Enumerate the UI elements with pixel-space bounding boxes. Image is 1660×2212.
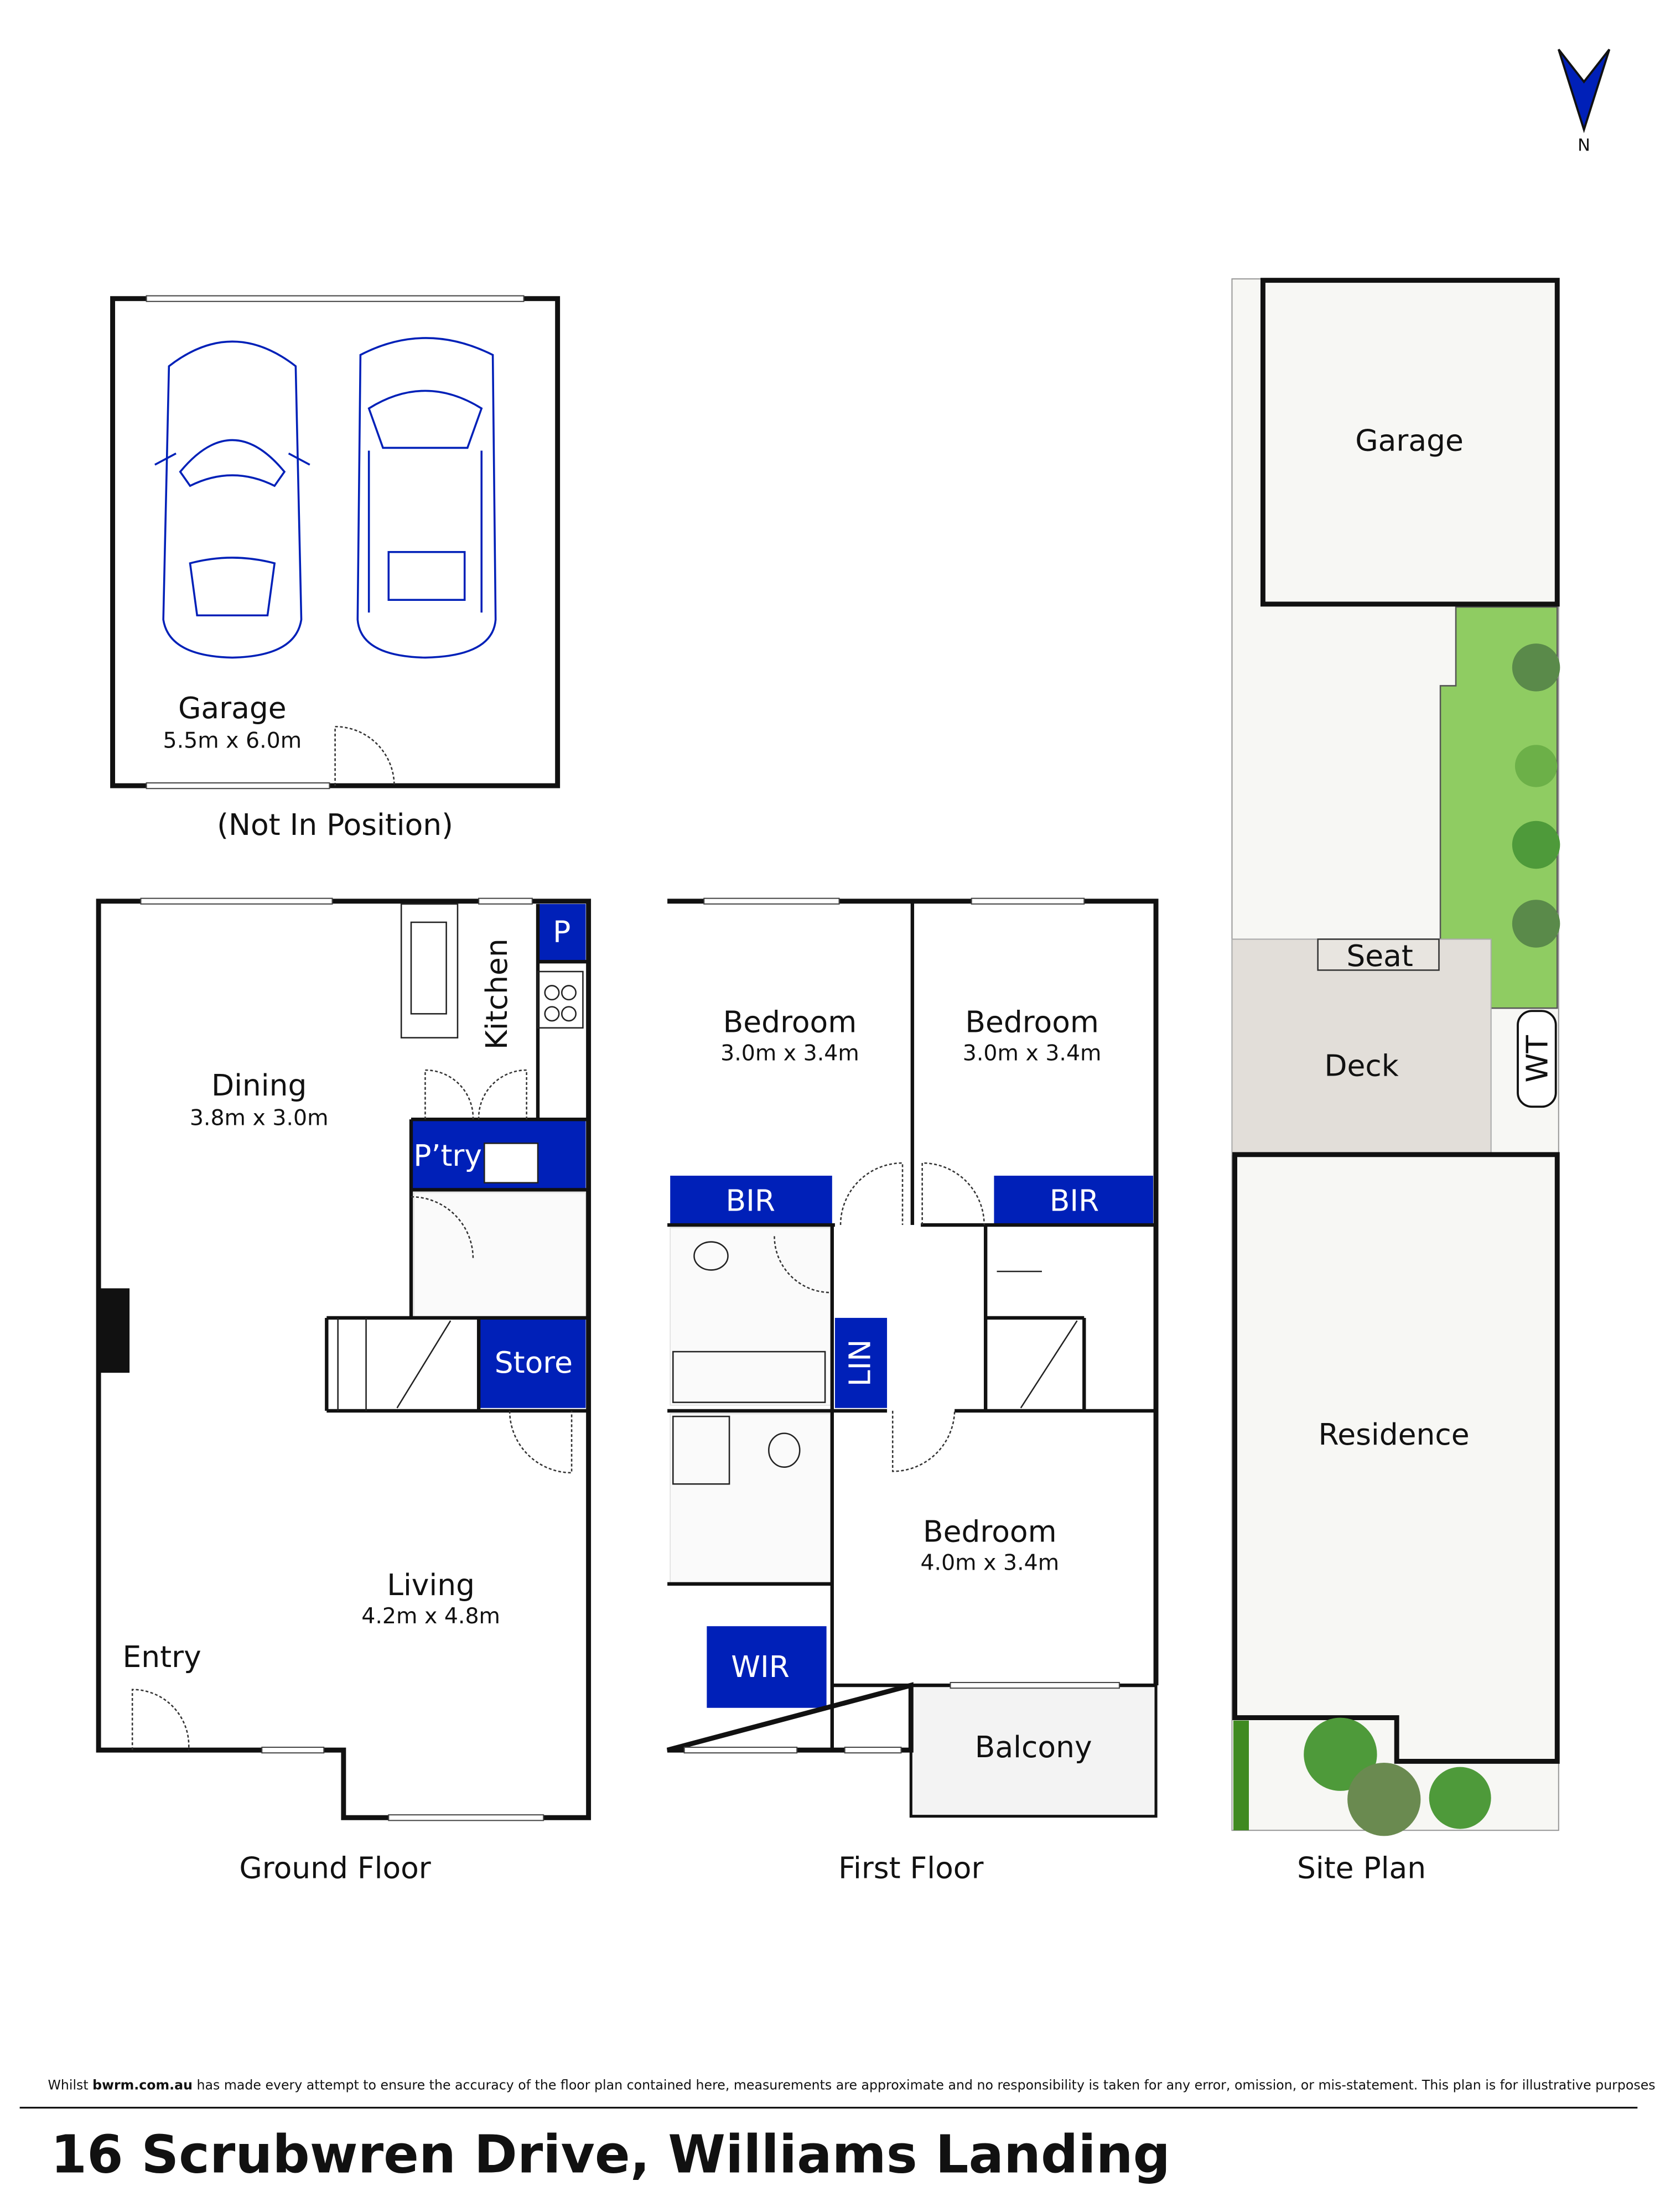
bir-label: BIR (725, 1183, 775, 1218)
disclaimer-prefix: Whilst (48, 2077, 93, 2092)
garage-label: Garage (178, 690, 287, 725)
first-floor-plan: Bedroom 3.0m x 3.4m Bedroom 3.0m x 3.4m … (666, 897, 1159, 1886)
living-label: Living (387, 1567, 475, 1602)
wt-label: WT (1519, 1035, 1554, 1083)
ground-floor-caption: Ground Floor (239, 1851, 430, 1886)
lin-box (834, 1317, 888, 1408)
balcony-label: Balcony (975, 1730, 1092, 1764)
seat-label: Seat (1346, 938, 1413, 973)
kitchen-label: Kitchen (479, 938, 514, 1050)
garage-plan: Garage 5.5m x 6.0m (Not In Position) (110, 295, 561, 842)
living-dimensions: 4.2m x 4.8m (361, 1603, 500, 1629)
lin-label: LIN (843, 1339, 878, 1387)
garage-dimensions: 5.5m x 6.0m (163, 728, 302, 753)
bir-box (670, 1175, 832, 1226)
wir-label: WIR (731, 1649, 790, 1684)
ground-floor-plan: Dining 3.8m x 3.0m Kitchen P P’try Store… (96, 897, 592, 1886)
disclaimer-text: has made every attempt to ensure the acc… (193, 2077, 1660, 2092)
disclaimer-brand: bwrm.com.au (92, 2077, 193, 2092)
bir-box (994, 1175, 1153, 1226)
car-icon (356, 337, 497, 659)
car-icon (154, 340, 310, 659)
store-box (479, 1317, 586, 1408)
site-plan-caption: Site Plan (1297, 1851, 1426, 1886)
dining-label: Dining (211, 1068, 307, 1103)
bedroom-dimensions: 4.0m x 3.4m (920, 1550, 1059, 1575)
pantry-label: P’try (413, 1138, 482, 1173)
dining-dimensions: 3.8m x 3.0m (190, 1105, 329, 1130)
garage-note: (Not In Position) (217, 807, 453, 842)
bedroom-dimensions: 3.0m x 3.4m (963, 1040, 1102, 1066)
disclaimer: Whilst bwrm.com.au has made every attemp… (48, 2077, 1660, 2092)
bedroom-label: Bedroom (923, 1514, 1057, 1549)
site-garage-label: Garage (1355, 423, 1464, 458)
store-label: Store (495, 1345, 573, 1380)
bedroom-label: Bedroom (723, 1004, 857, 1039)
bir-label: BIR (1050, 1183, 1099, 1218)
property-address: 16 Scrubwren Drive, Williams Landing (51, 2125, 1170, 2185)
bedroom-dimensions: 3.0m x 3.4m (720, 1040, 859, 1066)
pantry-small-box (538, 904, 586, 962)
first-floor-caption: First Floor (838, 1851, 983, 1886)
entry-label: Entry (123, 1639, 201, 1674)
bedroom-label: Bedroom (965, 1004, 1099, 1039)
tree-icon (1304, 643, 1560, 1836)
residence-label: Residence (1319, 1417, 1470, 1452)
north-arrow-icon (1557, 49, 1611, 133)
north-label: N (1578, 136, 1590, 155)
site-plan: Garage Seat Deck WT Residence Site Plan (1231, 278, 1560, 1886)
wir-box (707, 1626, 827, 1708)
deck-label: Deck (1324, 1048, 1398, 1083)
pantry-small-label: P (553, 915, 570, 949)
